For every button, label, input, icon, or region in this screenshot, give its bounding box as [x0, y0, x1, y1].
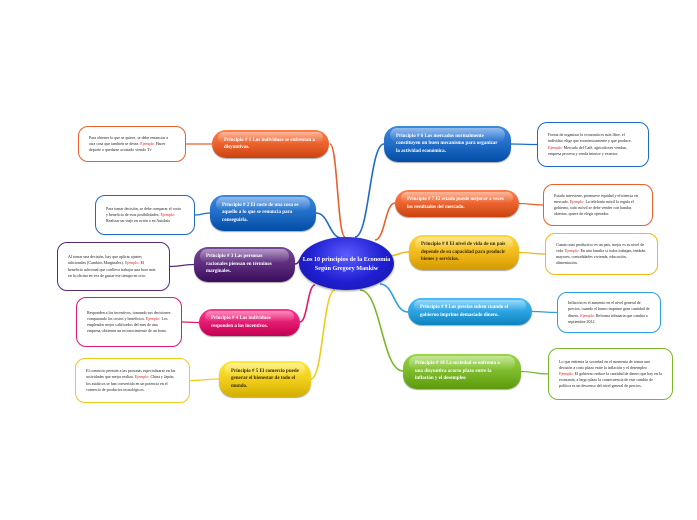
note-text: Inflación es el aumento en el nivel gene… — [568, 300, 650, 318]
note-example-text: Mercado del Café, agricultores vendan, e… — [548, 144, 627, 156]
note-text: Para tomar decisión, se debe comparar el… — [106, 205, 182, 217]
note-example-tag: Ejemplo: — [134, 374, 150, 380]
connector-p1 — [329, 143, 346, 238]
connector-note-p2 — [194, 212, 211, 216]
principle-10-label: Principio # 10 La sociedad se enfrenta a… — [415, 361, 500, 382]
principle-5-note: El comercio permite a las personas espec… — [75, 358, 190, 403]
note-example-text: Reforma tributaria que cambia a septiemb… — [568, 312, 648, 324]
principle-5-node[interactable]: Principio # 5 El comercio puede generar … — [219, 361, 311, 397]
note-example-text: China y Japón, los asiáticos se han conv… — [86, 374, 175, 392]
note-example-text: Realizar un viaje en avión o en Autobús — [106, 218, 170, 224]
connector-p9 — [379, 283, 409, 313]
connector-note-p7 — [518, 202, 544, 206]
note-example-text: En una familia si todos trabajan, tendrá… — [556, 247, 646, 266]
principle-7-note: Estado interviene, promueve equidad y ef… — [543, 184, 653, 226]
connector-note-p8 — [518, 251, 546, 255]
principle-3-node[interactable]: Principio # 3 Las personas racionales pi… — [194, 247, 295, 282]
principle-1-label: Principio # 1 Los individuos se enfrenta… — [224, 137, 315, 151]
connector-p5 — [310, 289, 336, 380]
connector-note-p10 — [520, 370, 549, 375]
note-example-tag: Ejemplo: — [140, 140, 155, 146]
principle-3-note: Al tomar una decisión, hay que aplicar a… — [57, 242, 170, 291]
note-example-tag: Ejemplo: — [564, 247, 580, 253]
note-example-tag: Ejemplo: — [160, 211, 176, 217]
note-example-text: El gobierno reduce la cantidad de dinero… — [559, 370, 662, 389]
central-topic-label: Los 10 principios de la Economía Según G… — [302, 255, 391, 272]
note-example-tag: Ejemplo: — [559, 370, 574, 376]
principle-6-label: Principio # 6 Los mercados normalmente c… — [396, 133, 498, 154]
note-example-text: Hacer deporte o quedarse acostado viendo… — [89, 140, 166, 153]
note-example-tag: Ejemplo: — [580, 312, 595, 318]
connector-note-p5 — [189, 378, 220, 382]
connector-p6 — [354, 143, 385, 238]
note-example-text: La telefonía móvil la regula el gobierno… — [554, 198, 634, 217]
note-example-tag: Ejemplo: — [145, 315, 161, 321]
principle-7-label: Principio # 7 El estado puede mejorar a … — [407, 197, 504, 210]
principle-4-label: Principio # 4 Los individuos responden a… — [211, 316, 271, 329]
principle-8-note: Cuanto mas productivo es un país, mejor … — [545, 233, 658, 275]
principle-9-label: Principio # 9 Los precios suben cuando e… — [420, 305, 509, 318]
principle-4-note: Responden a los incentivos, tomando sus … — [76, 297, 182, 347]
principle-3-label: Principio # 3 Las personas racionales pi… — [206, 254, 272, 275]
connector-note-p6 — [510, 143, 538, 146]
note-text: Estado interviene, promueve equidad y ef… — [554, 192, 638, 204]
note-text: Cuanto mas productivo es un país, mejor … — [556, 241, 645, 253]
principle-2-label: Principio # 2 El coste de una cosa es aq… — [222, 202, 299, 223]
principle-5-label: Principio # 5 El comercio puede generar … — [231, 368, 299, 389]
principle-8-label: Principio # 8 El nivel de vida de un paí… — [421, 242, 506, 263]
note-text: Para obtener lo que se quiere, se debe r… — [89, 134, 169, 146]
principle-4-node[interactable]: Principio # 4 Los individuos responden a… — [199, 309, 300, 336]
connector-note-p9 — [531, 310, 558, 314]
note-text: Lo que enfrenta la sociedad en el moment… — [559, 358, 650, 370]
note-example-tag: Ejemplo: — [569, 198, 585, 204]
principle-7-node[interactable]: Principio # 7 El estado puede mejorar a … — [395, 190, 519, 217]
connector-note-p3 — [169, 263, 195, 268]
principle-6-note: Forma de organizar la economía es más li… — [537, 122, 649, 167]
connector-p4 — [299, 284, 316, 323]
connector-p2 — [315, 212, 343, 239]
connector-note-p4 — [181, 321, 200, 324]
connector-p7 — [374, 202, 396, 241]
connector-p10 — [359, 289, 404, 372]
principle-10-node[interactable]: Principio # 10 La sociedad se enfrenta a… — [403, 354, 521, 389]
principle-2-node[interactable]: Principio # 2 El coste de una cosa es aq… — [210, 195, 316, 231]
principle-6-node[interactable]: Principio # 6 Los mercados normalmente c… — [384, 126, 511, 162]
principle-8-node[interactable]: Principio # 8 El nivel de vida de un paí… — [409, 235, 519, 270]
note-example-tag: Ejemplo: — [124, 260, 140, 266]
central-topic[interactable]: Los 10 principios de la Economía Según G… — [299, 237, 394, 290]
principle-9-node[interactable]: Principio # 9 Los precios suben cuando e… — [408, 298, 532, 325]
principle-10-note: Lo que enfrenta la sociedad en el moment… — [548, 348, 673, 400]
note-example-tag: Ejemplo: — [548, 144, 563, 150]
note-example-text: Los empleados mejor calificados del mes … — [87, 315, 168, 334]
note-text: Forma de organizar la economía es más li… — [548, 132, 632, 144]
principle-1-note: Para obtener lo que se quiere, se debe r… — [78, 126, 186, 162]
note-text: Responden a los incentivos, tomando sus … — [87, 309, 171, 321]
note-example-text: El beneficio adicional que conlleva trab… — [68, 260, 156, 278]
note-text: Al tomar una decisión, hay que aplicar a… — [68, 254, 142, 266]
principle-1-node[interactable]: Principio # 1 Los individuos se enfrenta… — [212, 130, 329, 158]
note-text: El comercio permite a las personas espec… — [86, 368, 176, 380]
principle-2-note: Para tomar decisión, se debe comparar el… — [95, 195, 195, 235]
principle-9-note: Inflación es el aumento en el nivel gene… — [557, 292, 661, 333]
